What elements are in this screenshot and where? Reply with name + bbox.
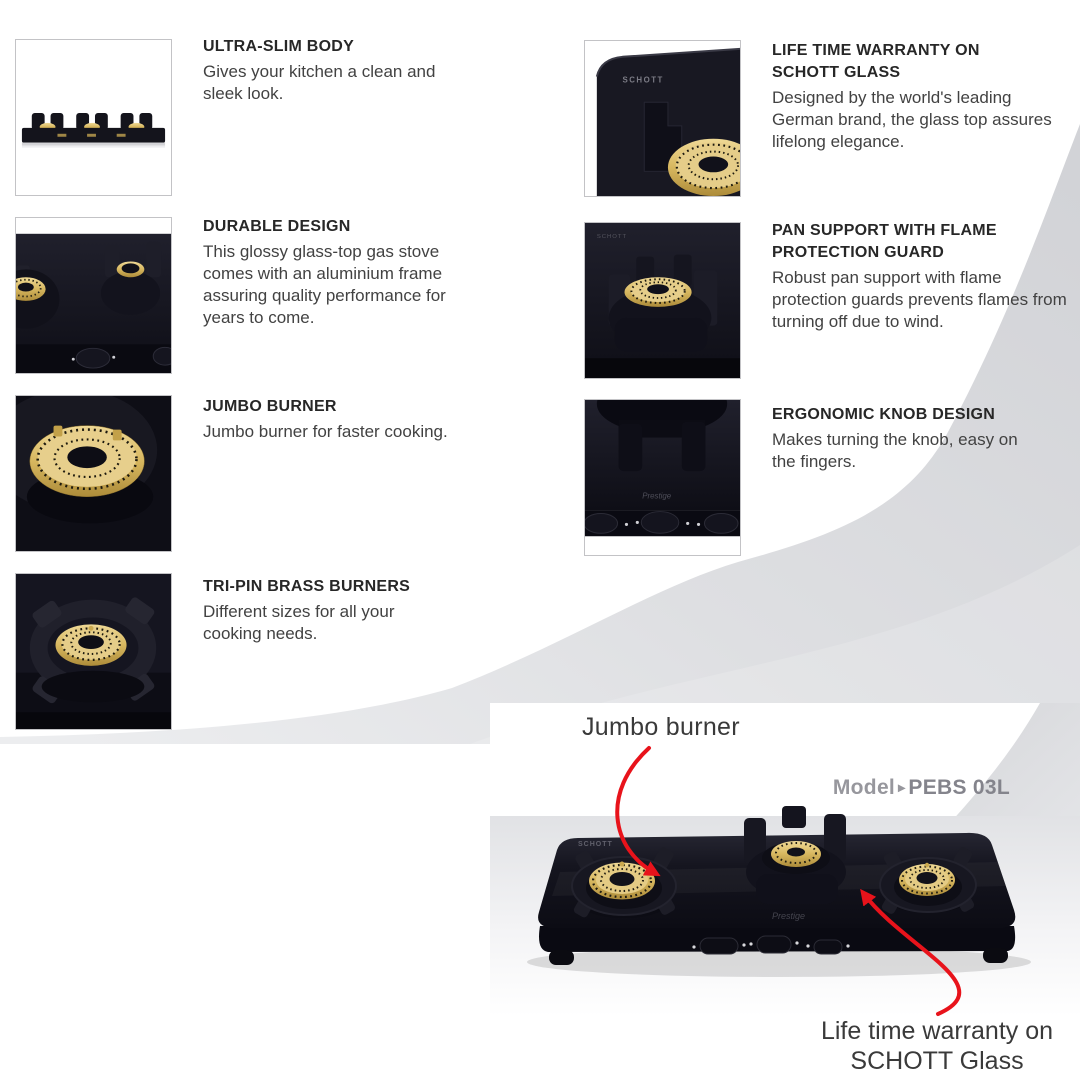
feature-title: LIFE TIME WARRANTY ON SCHOTT GLASS	[772, 42, 980, 81]
warranty-arrow	[860, 888, 962, 1016]
svg-text:SCHOTT: SCHOTT	[597, 234, 627, 240]
feature-description: Jumbo burner for faster cooking.	[203, 422, 448, 441]
swoosh-background	[0, 124, 1080, 744]
tri-pin-brass-burner-photo	[15, 573, 172, 730]
stove-shadow	[527, 947, 1031, 977]
feature-title: PAN SUPPORT WITH FLAME PROTECTION GUARD	[772, 222, 997, 261]
feature-title: ULTRA-SLIM BODY	[203, 38, 354, 55]
feature-title: JUMBO BURNER	[203, 398, 337, 415]
front-knobs-photo: Prestige	[584, 399, 741, 556]
schott-glass-corner-photo: SCHOTT	[584, 40, 741, 197]
feature-description: Robust pan support with flame protection…	[772, 268, 1067, 331]
model-separator-icon: ▸	[898, 779, 906, 795]
left-jumbo-burner	[571, 847, 677, 918]
brass-jumbo-burner-photo	[15, 395, 172, 552]
feature-title: TRI-PIN BRASS BURNERS	[203, 578, 411, 595]
jumbo-burner-annotation: Jumbo burner	[582, 713, 740, 741]
jumbo-burner-arrow	[615, 746, 661, 877]
swoosh-sheen	[470, 545, 1080, 744]
control-knobs	[692, 935, 850, 955]
gas-stove-product-photo: SCHOTT Prestige	[538, 806, 1016, 965]
feature-description: Different sizes for all your cooking nee…	[203, 602, 395, 643]
feature-description: This glossy glass-top gas stove comes wi…	[203, 242, 446, 327]
schott-logo-on-glass: SCHOTT	[578, 841, 613, 848]
right-burner	[879, 847, 977, 914]
feature-description: Designed by the world's leading German b…	[772, 88, 1052, 151]
panel-corner-swoosh	[950, 703, 1080, 823]
ultra-slim-stove-profile-photo	[15, 39, 172, 196]
glass-top-two-burners-photo	[15, 217, 172, 374]
model-value: PEBS 03L	[908, 776, 1010, 799]
feature-title: ERGONOMIC KNOB DESIGN	[772, 406, 996, 423]
feature-description: Makes turning the knob, easy on the fing…	[772, 430, 1018, 471]
model-number-line: Model▸PEBS 03L	[820, 776, 1010, 800]
feature-title: DURABLE DESIGN	[203, 218, 351, 235]
prestige-logo-on-glass: Prestige	[772, 911, 805, 921]
schott-logo-small: SCHOTT	[623, 75, 664, 84]
feature-description: Gives your kitchen a clean and sleek loo…	[203, 62, 436, 103]
warranty-annotation: Life time warranty on SCHOTT Glass	[820, 1017, 1054, 1075]
pan-support-guard-photo: SCHOTT	[584, 222, 741, 379]
model-label: Model	[832, 776, 896, 799]
middle-burner	[744, 806, 846, 904]
prestige-logo-small: Prestige	[642, 492, 672, 501]
